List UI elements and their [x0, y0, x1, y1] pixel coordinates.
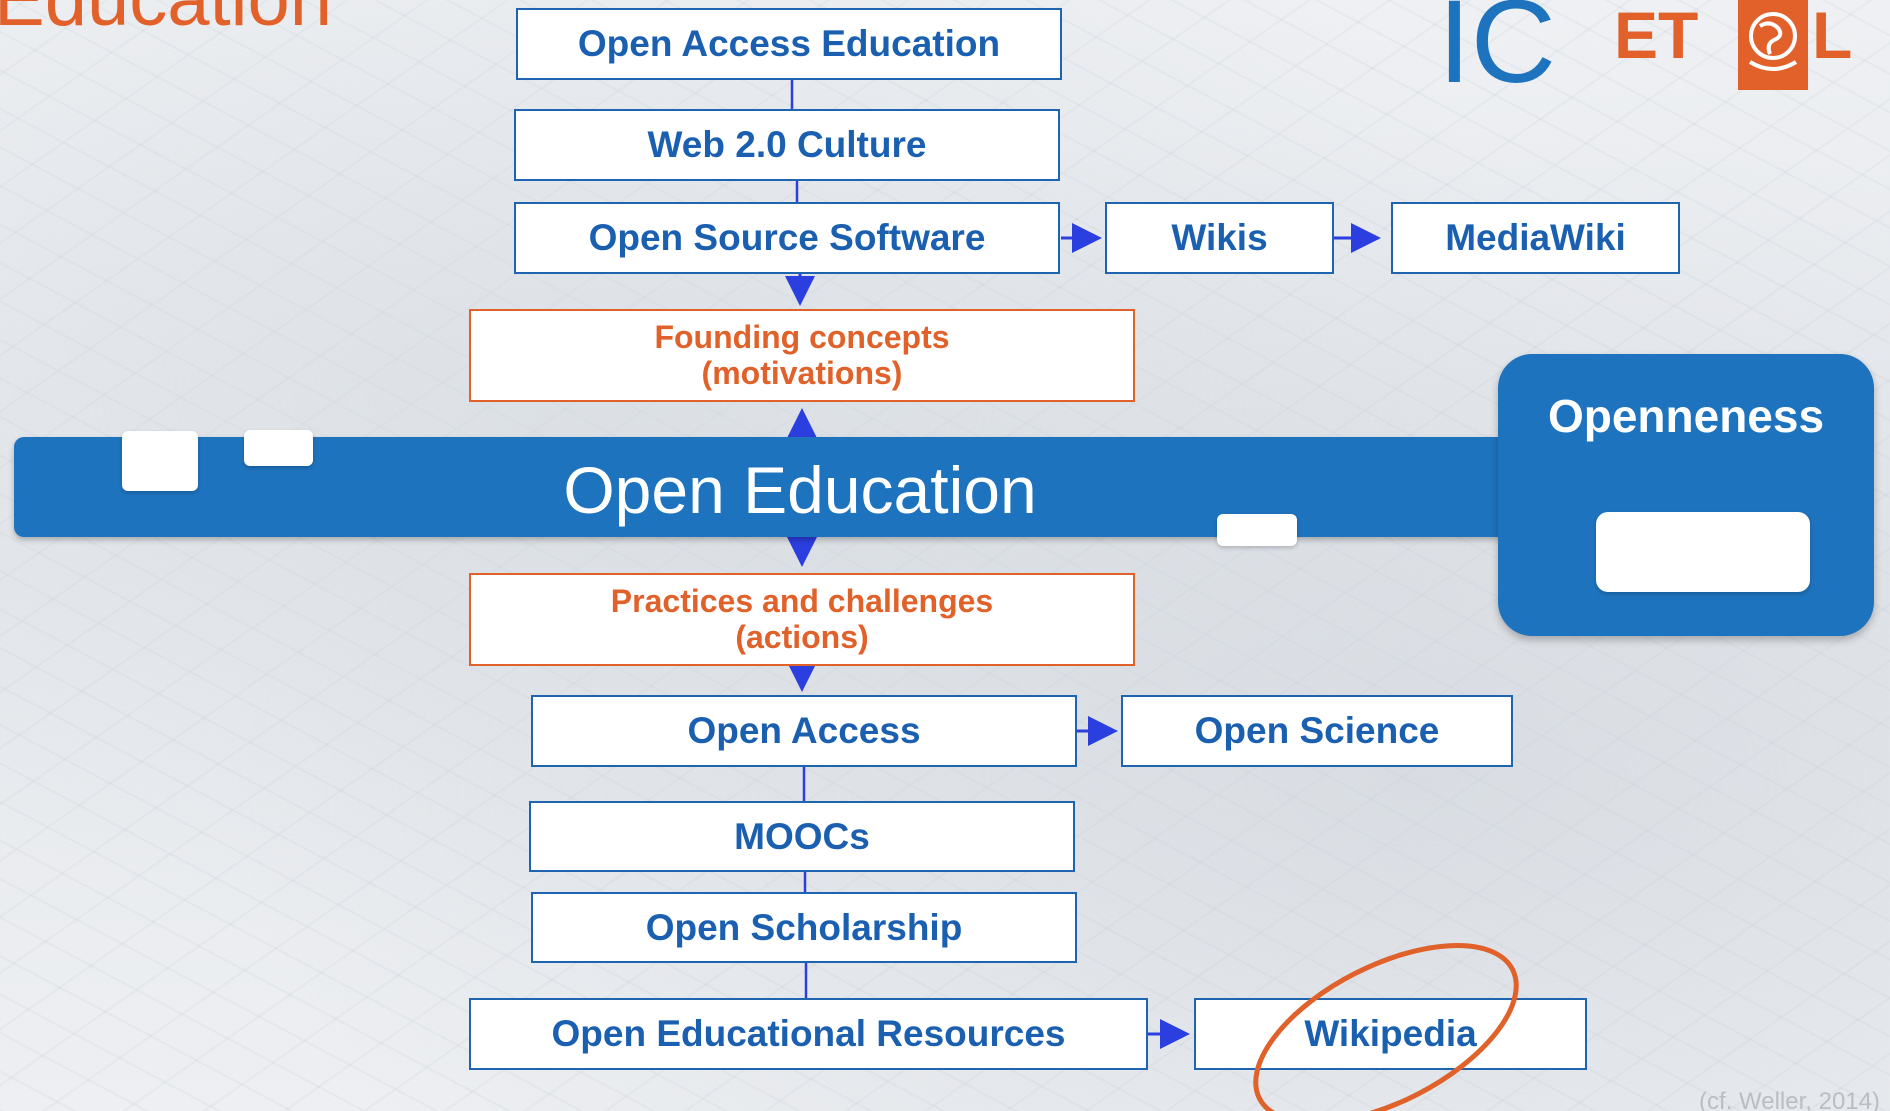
icetol-logo: IC ET L [1438, 0, 1858, 108]
practices-line2: (actions) [735, 618, 869, 655]
band-chip-1 [122, 431, 198, 491]
globe-icon [1738, 0, 1808, 90]
node-open-educational-resources: Open Educational Resources [469, 998, 1148, 1070]
node-wikis: Wikis [1105, 202, 1334, 274]
founding-concepts-line1: Founding concepts [654, 319, 950, 356]
node-practices-challenges: Practices and challenges (actions) [469, 573, 1135, 666]
logo-text-right-b: L [1812, 0, 1852, 72]
node-open-source-software: Open Source Software [514, 202, 1060, 274]
node-founding-concepts: Founding concepts (motivations) [469, 309, 1135, 402]
openness-chip [1596, 512, 1810, 592]
node-open-scholarship: Open Scholarship [531, 892, 1077, 963]
logo-text-left: IC [1438, 0, 1556, 92]
node-open-access-education: Open Access Education [516, 8, 1062, 80]
slide-title: Education [0, 0, 332, 38]
node-mediawiki: MediaWiki [1391, 202, 1680, 274]
node-open-access: Open Access [531, 695, 1077, 767]
band-chip-3 [1217, 514, 1297, 546]
citation: (cf. Weller, 2014) [1699, 1088, 1880, 1111]
node-web20-culture: Web 2.0 Culture [514, 109, 1060, 181]
openness-label: Openneness [1547, 390, 1825, 442]
practices-line1: Practices and challenges [610, 583, 994, 620]
band-chip-2 [244, 430, 313, 466]
logo-graphic: IC ET L [1438, 0, 1852, 108]
node-open-science: Open Science [1121, 695, 1513, 767]
open-education-label: Open Education [563, 453, 1037, 527]
logo-text-right-a: ET [1614, 0, 1698, 72]
node-moocs: MOOCs [529, 801, 1075, 872]
founding-concepts-line2: (motivations) [701, 354, 903, 391]
node-wikipedia: Wikipedia [1194, 998, 1587, 1070]
